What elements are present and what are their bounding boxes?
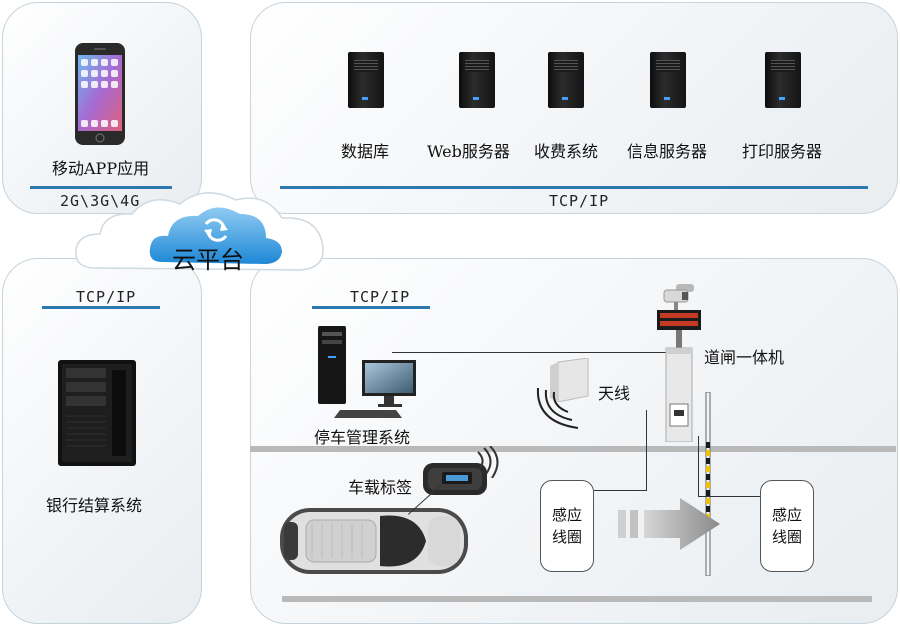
car-icon	[278, 502, 470, 580]
loop-right-line-h	[698, 496, 760, 497]
server-label-print: 打印服务器	[742, 142, 823, 161]
management-label: 停车管理系统	[314, 428, 411, 447]
mobile-network-label: 2G\3G\4G	[60, 192, 141, 210]
road-line-top	[250, 446, 896, 452]
server-label-billing: 收费系统	[534, 142, 599, 161]
server-icon	[459, 52, 495, 108]
parking-protocol-label: TCP/IP	[350, 288, 411, 306]
mobile-rule	[30, 186, 172, 189]
server-label-web: Web服务器	[427, 142, 510, 161]
loop-left-line-h	[594, 490, 647, 491]
management-pc-icon	[318, 326, 422, 418]
antenna-signal-icon	[532, 384, 588, 430]
tag-signal-icon	[474, 445, 502, 479]
loop-right-line1: 感应	[771, 506, 802, 524]
gate-machine-icon	[654, 284, 704, 443]
bank-label: 银行结算系统	[46, 496, 143, 515]
network-line	[392, 352, 666, 353]
mobile-app-label: 移动APP应用	[52, 159, 150, 178]
loop-right-line2: 线圈	[771, 528, 802, 546]
servers-protocol-label: TCP/IP	[549, 192, 610, 210]
servers-panel	[250, 2, 898, 214]
antenna-icon	[548, 357, 592, 403]
server-icon	[548, 52, 584, 108]
parking-rule	[312, 306, 430, 309]
loop-left-line2: 线圈	[551, 528, 582, 546]
induction-loop-right: 感应线圈	[760, 480, 814, 572]
bank-protocol-label: TCP/IP	[76, 288, 137, 306]
cloud-platform-icon	[70, 184, 332, 284]
road-line-bottom	[282, 596, 872, 602]
servers-rule	[280, 186, 868, 189]
bank-server-icon	[58, 360, 136, 466]
server-label-database: 数据库	[341, 142, 390, 161]
bank-rule	[42, 306, 160, 309]
server-label-info: 信息服务器	[627, 142, 708, 161]
antenna-label: 天线	[598, 384, 631, 403]
smartphone-icon	[74, 42, 126, 146]
vehicle-tag-label: 车载标签	[348, 478, 413, 497]
gate-label: 道闸一体机	[704, 348, 785, 367]
vehicle-tag-icon	[422, 462, 488, 496]
loop-right-line-v	[698, 436, 699, 496]
server-icon	[348, 52, 384, 108]
cloud-platform-label: 云平台	[172, 246, 244, 274]
direction-arrow-icon	[614, 496, 724, 552]
server-icon	[650, 52, 686, 108]
induction-loop-left: 感应线圈	[540, 480, 594, 572]
loop-left-line-v	[646, 410, 647, 490]
loop-left-line1: 感应	[551, 506, 582, 524]
server-icon	[765, 52, 801, 108]
